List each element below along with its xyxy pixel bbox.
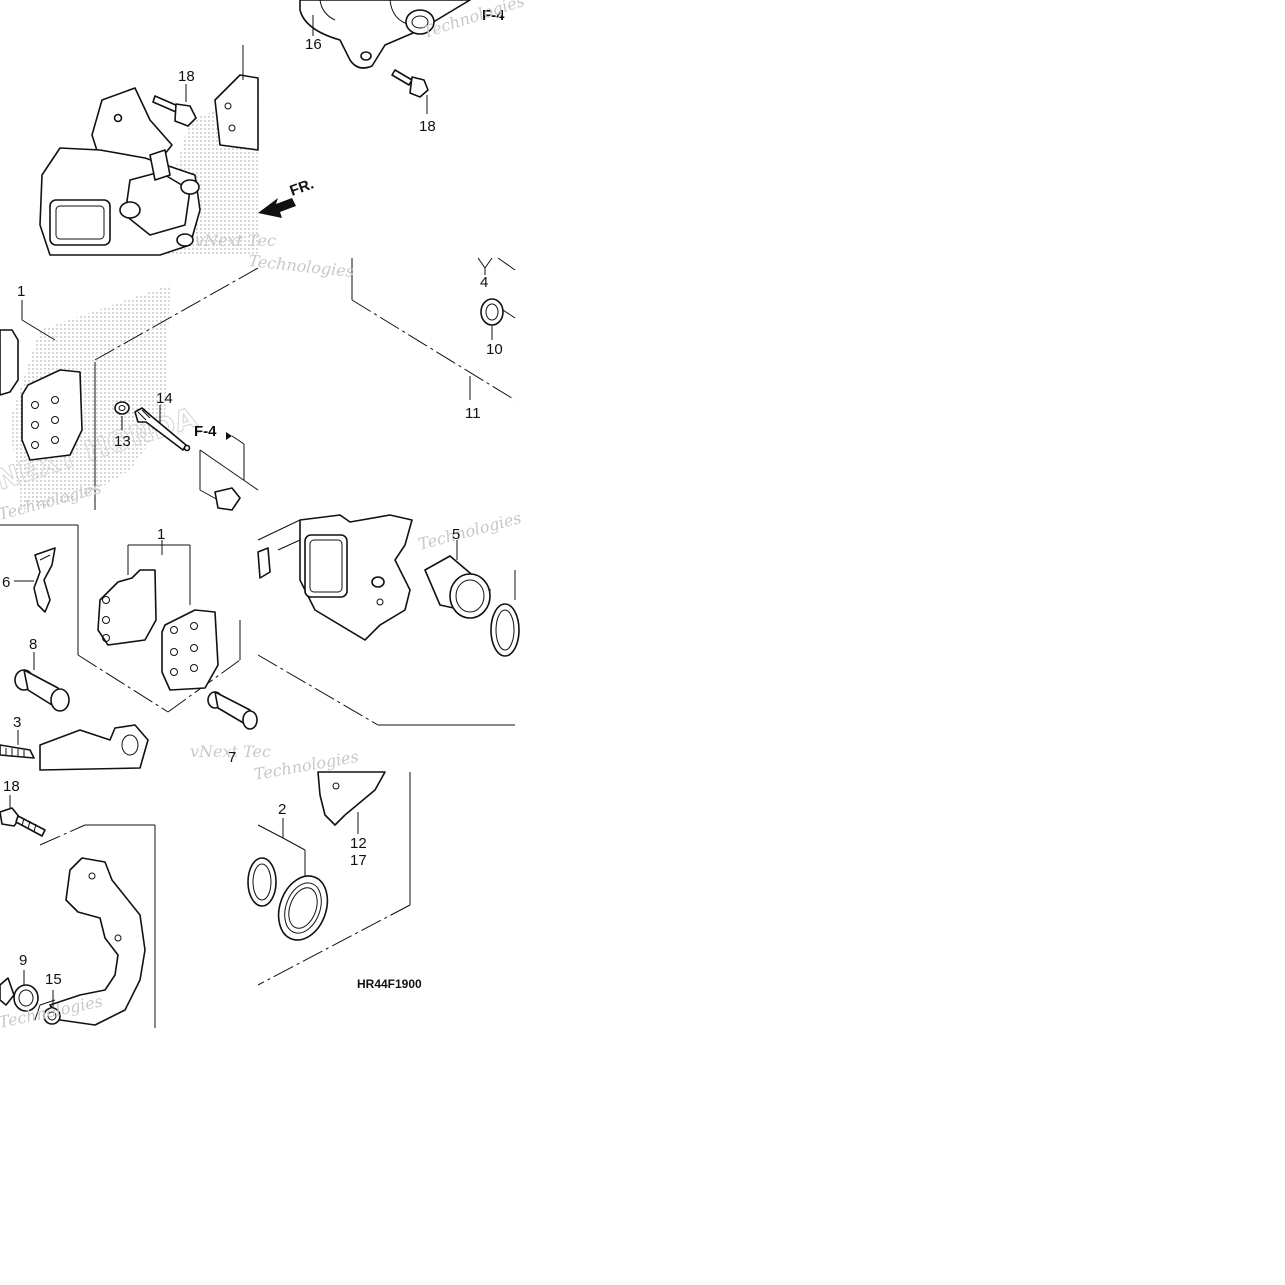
seal-ring-icon [490, 603, 520, 657]
seal-icon [13, 984, 39, 1012]
callout-14: 14 [156, 390, 173, 407]
tile-middle-right [351, 257, 516, 401]
tile-top-right: F-4 [299, 0, 505, 114]
tile-bottom-left [0, 795, 156, 1028]
boot-icon [114, 401, 130, 415]
callout-18: 18 [3, 778, 20, 795]
tile-top-left: FR. [39, 45, 317, 256]
callout-11: 11 [465, 405, 481, 422]
tile-bottom-right: HR44F1900 [247, 771, 422, 991]
tile-middle-left: NEXT HONDA F-4 [0, 267, 259, 511]
callout-6: 6 [2, 574, 10, 591]
callout-2: 2 [278, 801, 286, 818]
callout-13: 13 [114, 433, 131, 450]
callout-10: 10 [486, 341, 503, 358]
bolt-icon [0, 807, 46, 837]
seal-ring-icon [247, 857, 277, 907]
watermark-text: Technologies [248, 251, 355, 281]
callout-16: 16 [305, 36, 322, 53]
callout-1: 1 [17, 283, 25, 300]
pad-spring-icon [33, 547, 56, 613]
callout-4: 4 [480, 274, 488, 291]
callout-9: 9 [19, 952, 27, 969]
callouts: 16 18 18 4 1 10 14 11 13 1 5 6 8 3 7 18 … [2, 36, 503, 988]
piston-icon [424, 555, 491, 619]
bolt-icon [391, 69, 429, 98]
watermark-text: Technologies [416, 508, 523, 554]
callout-18: 18 [178, 68, 195, 85]
seal-icon [277, 875, 329, 941]
callout-8: 8 [29, 636, 37, 653]
watermark-text: vNext Tec [190, 742, 271, 761]
callout-15: 15 [45, 971, 62, 988]
tile-lower-right [257, 514, 520, 726]
callout-5: 5 [452, 526, 460, 543]
callout-1: 1 [157, 526, 165, 543]
callout-12: 12 [350, 835, 367, 852]
reference-mark-f4: F-4 [194, 423, 217, 440]
bleeder-icon [0, 744, 35, 759]
bolt-icon [152, 95, 197, 127]
washer-icon [43, 1007, 61, 1025]
slide-pin-icon [207, 691, 258, 730]
front-indicator-label: FR. [288, 176, 317, 200]
pin-icon [134, 407, 191, 452]
callout-18: 18 [419, 118, 436, 135]
diagram-code: HR44F1900 [357, 977, 422, 991]
slide-pin-icon [14, 669, 70, 712]
callout-17: 17 [350, 852, 367, 869]
watermark-text: vNext Tec [195, 231, 276, 250]
tile-lower-left [0, 524, 258, 771]
front-direction-arrow-icon [258, 198, 296, 218]
seal-icon [480, 298, 516, 326]
callout-7: 7 [228, 749, 236, 766]
callout-3: 3 [13, 714, 21, 731]
reference-mark-f4: F-4 [482, 7, 505, 24]
